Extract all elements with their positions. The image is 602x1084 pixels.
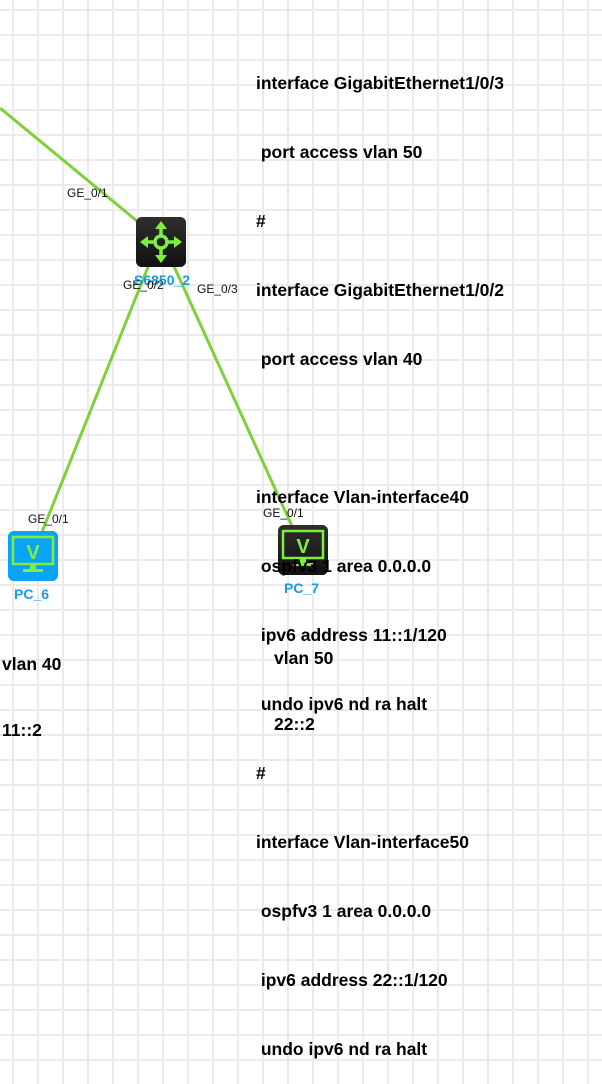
- config-line: undo ipv6 nd ra halt: [256, 694, 428, 714]
- pc7-vlan-note: vlan 50: [274, 648, 334, 668]
- config-line: undo ipv6 nd ra halt: [256, 1039, 428, 1059]
- pc6-vlan-note: vlan 40: [2, 654, 62, 674]
- link-switch-pc7[interactable]: [170, 261, 294, 527]
- config-line: ipv6 address 11::1/120: [256, 625, 447, 645]
- config-line: ospfv3 1 area 0.0.0.0: [256, 556, 432, 576]
- pc6-name-label: PC_6: [14, 586, 50, 602]
- link-switch-pc6[interactable]: [40, 261, 152, 533]
- pc7-device[interactable]: V: [278, 525, 328, 575]
- svg-text:V: V: [296, 536, 310, 558]
- switch-arrows-icon: [136, 217, 186, 267]
- pc7-name-label: PC_7: [284, 580, 320, 596]
- config-line: port access vlan 50: [256, 142, 423, 162]
- config-line: #: [256, 763, 266, 783]
- config-line: interface Vlan-interface40: [256, 487, 470, 507]
- port-label-switch-ge01: GE_0/1: [67, 186, 108, 200]
- config-text-block: interface GigabitEthernet1/0/3 port acce…: [256, 26, 504, 1084]
- config-line: interface Vlan-interface50: [256, 832, 470, 852]
- monitor-v-icon: V: [278, 525, 328, 575]
- topology-links: [0, 106, 294, 533]
- config-line: interface GigabitEthernet1/0/2: [256, 280, 504, 300]
- port-label-switch-ge02: GE_0/2: [123, 278, 164, 292]
- switch-name-label: S6850_2: [134, 272, 191, 288]
- pc6-ip-note: 11::2: [2, 720, 42, 740]
- config-line: [256, 417, 504, 440]
- pc6-device[interactable]: V: [8, 531, 58, 581]
- config-line: ospfv3 1 area 0.0.0.0: [256, 901, 432, 921]
- config-line: port access vlan 40: [256, 349, 423, 369]
- svg-text:V: V: [26, 542, 40, 564]
- config-line: interface GigabitEthernet1/0/3: [256, 73, 504, 93]
- switch-device[interactable]: [136, 217, 186, 267]
- port-label-switch-ge03: GE_0/3: [197, 282, 238, 296]
- config-line: ipv6 address 22::1/120: [256, 970, 448, 990]
- monitor-v-icon: V: [8, 531, 58, 581]
- link-uplink[interactable]: [0, 106, 161, 242]
- port-label-pc7-ge01: GE_0/1: [263, 506, 304, 520]
- pc6-note: vlan 40 11::2: [2, 609, 61, 763]
- config-line: #: [256, 211, 266, 231]
- port-label-pc6-ge01: GE_0/1: [28, 512, 69, 526]
